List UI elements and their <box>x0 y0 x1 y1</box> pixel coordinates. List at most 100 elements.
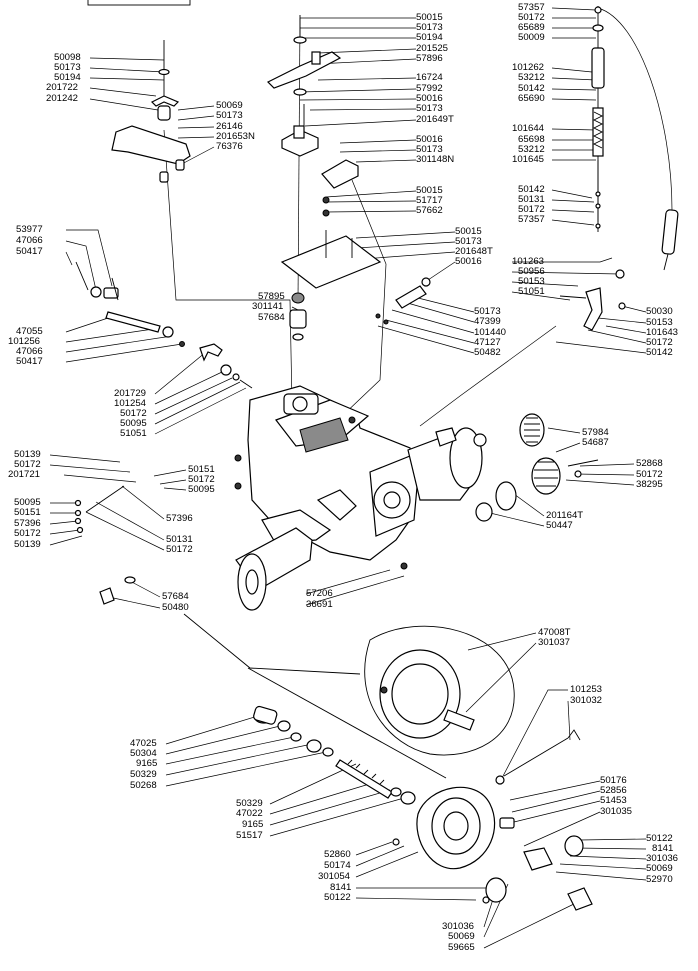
part-label: 301054 <box>318 871 351 882</box>
part-label: 50015 <box>416 12 443 23</box>
part-label: 50098 <box>54 52 81 63</box>
part-label: 50172 <box>518 12 545 23</box>
part-label: 50176 <box>600 775 627 786</box>
part-label: 9165 <box>136 758 158 769</box>
part-label: 52970 <box>646 874 673 885</box>
part-label: 51453 <box>600 795 627 806</box>
part-label: 57992 <box>416 83 443 94</box>
part-label: 50447 <box>546 520 573 531</box>
part-label: 50304 <box>130 748 157 759</box>
right-lever <box>559 269 626 331</box>
part-label: 47399 <box>474 316 501 327</box>
left-bolt-column <box>74 485 125 534</box>
part-label: 57396 <box>166 513 193 524</box>
top-linkage-assembly <box>266 15 382 289</box>
part-label: 57684 <box>258 312 285 323</box>
part-label: 57896 <box>416 53 443 64</box>
main-transmission-housing <box>234 385 487 611</box>
part-label: 50173 <box>474 306 501 317</box>
part-label: 101644 <box>512 123 545 134</box>
part-label: 50956 <box>518 266 545 277</box>
part-label: 50172 <box>120 408 147 419</box>
part-label: 50030 <box>646 306 673 317</box>
part-label: 50153 <box>518 276 545 287</box>
gear-set <box>475 413 599 522</box>
part-label: 50142 <box>518 184 545 195</box>
part-label: 50069 <box>646 863 673 874</box>
part-label: 301148N <box>416 154 455 165</box>
part-label: 50172 <box>188 474 215 485</box>
part-label: 50172 <box>14 459 41 470</box>
part-label: 50122 <box>646 833 673 844</box>
part-label: 301036 <box>442 921 475 932</box>
part-label: 50016 <box>416 134 443 145</box>
part-label: 201525 <box>416 43 449 54</box>
part-label: 16724 <box>416 72 443 83</box>
part-label: 50194 <box>416 32 443 43</box>
part-label: 9165 <box>242 819 264 830</box>
center-right-link <box>375 277 431 325</box>
part-label: 52868 <box>636 458 663 469</box>
part-label: 50174 <box>324 860 351 871</box>
part-label: 301036 <box>646 853 679 864</box>
part-label: 50142 <box>646 347 673 358</box>
part-label: 50151 <box>14 507 41 518</box>
part-label: 101256 <box>8 336 41 347</box>
part-label: 101440 <box>474 327 507 338</box>
left-lever-group <box>75 261 185 347</box>
part-label: 52856 <box>600 785 627 796</box>
part-label: 51051 <box>518 286 545 297</box>
part-label: 201729 <box>114 388 147 399</box>
part-label: 101262 <box>512 62 545 73</box>
part-label: 201653N <box>216 131 255 142</box>
part-label: 50095 <box>188 484 215 495</box>
part-label: 47022 <box>236 808 263 819</box>
part-label: 51051 <box>120 428 147 439</box>
part-label: 57206 <box>306 588 333 599</box>
part-label: 51717 <box>416 195 443 206</box>
part-label: 8141 <box>330 882 352 893</box>
part-label: 101253 <box>570 684 603 695</box>
part-label: 51517 <box>236 830 263 841</box>
drain-plug <box>99 576 447 779</box>
part-label: 50329 <box>236 798 263 809</box>
part-label: 50194 <box>54 72 81 83</box>
part-label: 201242 <box>46 93 79 104</box>
leader-lines <box>49 7 673 949</box>
part-label: 47066 <box>16 235 43 246</box>
part-label: 50016 <box>455 256 482 267</box>
part-label: 53212 <box>518 144 545 155</box>
part-label: 50122 <box>324 892 351 903</box>
part-label: 50173 <box>216 110 243 121</box>
part-label: 201722 <box>46 82 79 93</box>
part-label: 57984 <box>582 427 609 438</box>
part-label: 50069 <box>216 100 243 111</box>
part-label: 57895 <box>258 291 285 302</box>
part-label: 50329 <box>130 769 157 780</box>
part-label: 301032 <box>570 695 603 706</box>
part-label: 57357 <box>518 214 545 225</box>
part-label: 101643 <box>646 327 679 338</box>
part-label: 47066 <box>16 346 43 357</box>
center-bush <box>289 292 307 341</box>
part-label: 59665 <box>448 942 475 953</box>
part-label: 57357 <box>518 2 545 13</box>
part-label: 301037 <box>538 637 571 648</box>
part-label: 52860 <box>324 849 351 860</box>
right-cylinder-assembly <box>591 6 679 271</box>
part-label: 50095 <box>120 418 147 429</box>
part-label: 50172 <box>636 469 663 480</box>
part-label: 47025 <box>130 738 157 749</box>
part-label: 65690 <box>518 93 545 104</box>
part-label: 53977 <box>16 224 43 235</box>
part-label: 50131 <box>166 534 193 545</box>
part-label: 201721 <box>8 469 41 480</box>
part-label: 50173 <box>455 236 482 247</box>
part-label: 301035 <box>600 806 633 817</box>
part-label: 50173 <box>54 62 81 73</box>
part-label: 57662 <box>416 205 443 216</box>
part-label: 201164T <box>546 510 584 521</box>
part-label: 54687 <box>582 437 609 448</box>
center-left-parts <box>199 343 253 389</box>
part-label: 50172 <box>646 337 673 348</box>
